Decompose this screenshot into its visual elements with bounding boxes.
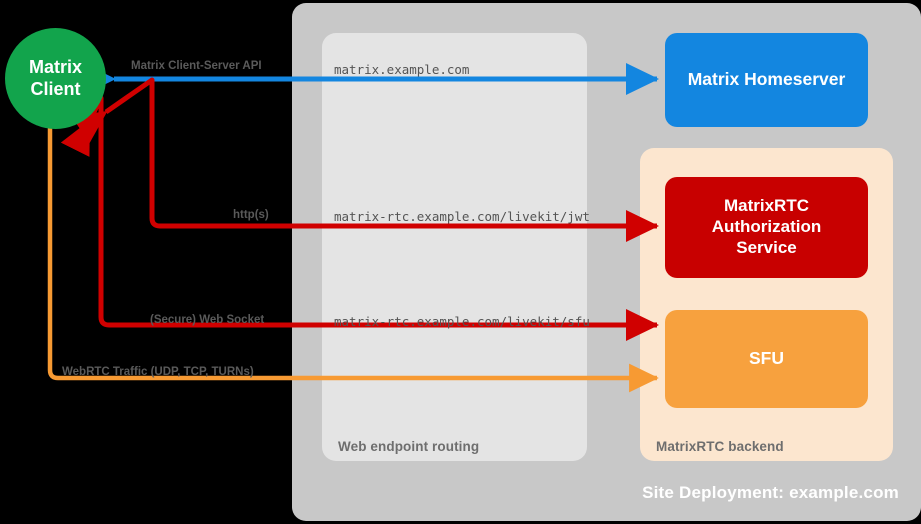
matrix-client-label-line2: Client	[30, 78, 81, 99]
edge-label-client-server-api: Matrix Client-Server API	[131, 60, 262, 72]
endpoint-label-matrix: matrix.example.com	[334, 62, 470, 77]
edge-label-secure-web-socket: (Secure) Web Socket	[150, 314, 265, 326]
edge-label-webrtc-traffic: WebRTC Traffic (UDP, TCP, TURNs)	[62, 366, 254, 378]
node-matrixrtc-authorization-service[interactable]: MatrixRTC Authorization Service	[665, 177, 868, 278]
node-matrix-homeserver[interactable]: Matrix Homeserver	[665, 33, 868, 127]
node-sfu[interactable]: SFU	[665, 310, 868, 408]
site-deployment-label: Site Deployment: example.com	[642, 483, 899, 502]
edge-webrtc-traffic	[35, 99, 659, 393]
web-endpoint-routing-label: Web endpoint routing	[338, 439, 480, 454]
auth-label-line2: Authorization	[711, 217, 822, 237]
auth-label-line1: MatrixRTC	[723, 196, 809, 216]
matrix-homeserver-label: Matrix Homeserver	[687, 69, 846, 90]
endpoint-label-livekit-sfu: matrix-rtc.example.com/livekit/sfu	[334, 314, 590, 329]
edge-label-http-s: http(s)	[233, 209, 269, 221]
auth-label-line3: Service	[736, 237, 797, 257]
edge-http-s	[71, 77, 660, 242]
endpoint-label-livekit-jwt: matrix-rtc.example.com/livekit/jwt	[334, 209, 590, 224]
sfu-label: SFU	[749, 348, 784, 369]
matrix-client-label-line1: Matrix	[28, 56, 82, 77]
matrixrtc-backend-label: MatrixRTC backend	[656, 439, 784, 454]
node-matrix-client[interactable]: Matrix Client	[5, 28, 106, 129]
